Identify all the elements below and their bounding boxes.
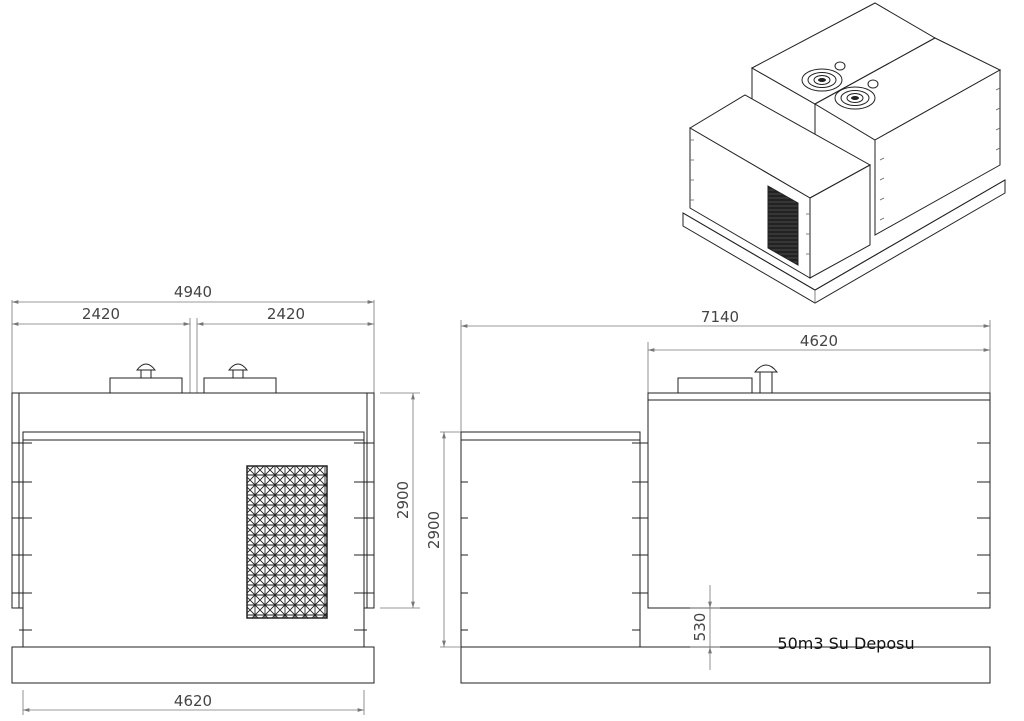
side-dim-total-length: 7140 <box>701 308 739 326</box>
iso-manhole-right <box>834 79 879 110</box>
front-view <box>11 300 420 715</box>
front-dim-height: 2900 <box>394 481 412 519</box>
front-dim-left-half: 2420 <box>82 305 120 323</box>
isometric-view <box>682 2 1006 304</box>
side-dim-height: 2900 <box>425 511 443 549</box>
side-dim-clearance: 530 <box>691 613 709 642</box>
front-dim-total-width: 4940 <box>174 283 212 301</box>
front-dim-base-width: 4620 <box>174 692 212 710</box>
tank-label: 50m3 Su Deposu <box>777 634 914 653</box>
front-dim-right-half: 2420 <box>267 305 305 323</box>
iso-manhole-left <box>801 61 846 92</box>
side-dim-tank-length: 4620 <box>800 332 838 350</box>
front-grille <box>246 465 328 619</box>
side-view <box>440 320 991 684</box>
